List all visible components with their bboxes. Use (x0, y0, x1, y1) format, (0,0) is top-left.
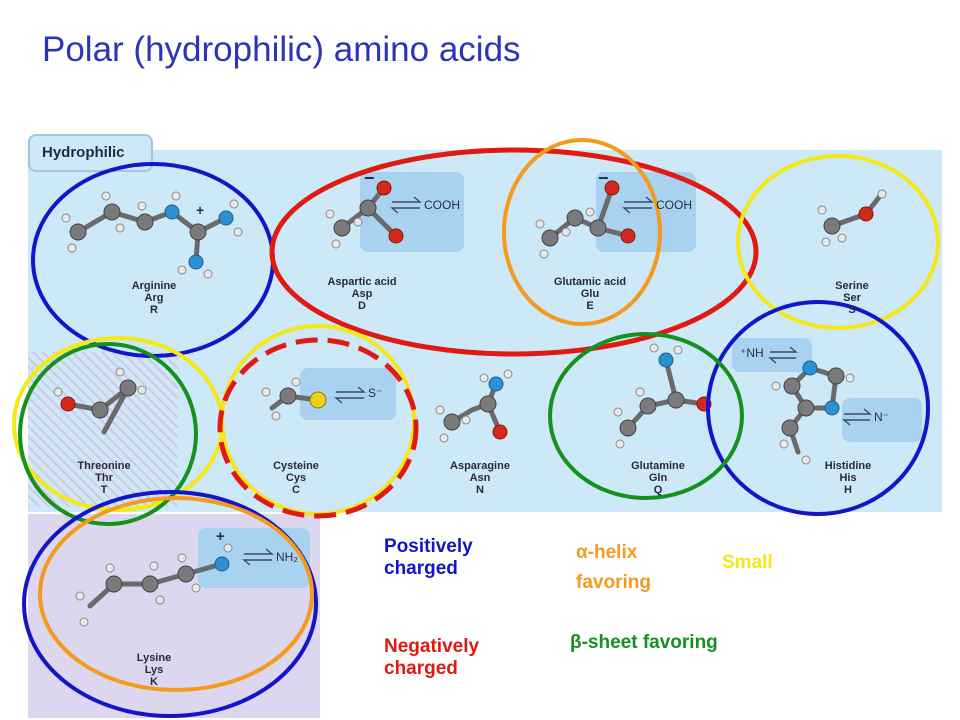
legend-alpha-helix: α-helix favoring (576, 542, 651, 593)
lysine-chip (198, 528, 310, 588)
arg-plus-sign: + (196, 202, 205, 218)
equilibrium-arrows (242, 196, 872, 566)
lys-nh2-text: NH₂ (276, 550, 298, 564)
histidine-ellipse (706, 300, 930, 516)
lysine-positive-ellipse (22, 490, 318, 718)
lys-plus-sign: + (216, 528, 225, 545)
threonine-beta-ellipse (18, 342, 198, 526)
glu-cooh-text: COOH (656, 198, 692, 212)
acidic-ellipse (269, 147, 759, 357)
arginine-ellipse (31, 162, 275, 358)
legend-beta-sheet: β-sheet favoring (570, 632, 718, 653)
lysine-alpha-ellipse (38, 496, 314, 692)
his-nh-text: ⁺NH (740, 346, 764, 360)
cysteine-dashed-ellipse (217, 337, 419, 519)
glutamic-ellipse (502, 138, 662, 326)
histidine-top-chip (732, 338, 812, 372)
asp-cooh-text: COOH (424, 198, 460, 212)
legend-positively-charged: Positively charged (384, 536, 473, 579)
his-n-text: N⁻ (874, 410, 889, 424)
hydrophilic-panel (28, 150, 942, 512)
legend-small: Small (722, 552, 773, 573)
page-title: Polar (hydrophilic) amino acids (42, 30, 521, 69)
legend-negatively-charged: Negatively charged (384, 636, 480, 679)
category-ellipses (12, 138, 940, 718)
asp-minus-sign: − (364, 168, 375, 188)
glutamine-ellipse (548, 332, 744, 500)
glu-minus-sign: − (598, 168, 609, 188)
atoms (53, 180, 887, 627)
serine-ellipse (736, 154, 940, 330)
cys-s-text: S⁻ (368, 386, 383, 400)
